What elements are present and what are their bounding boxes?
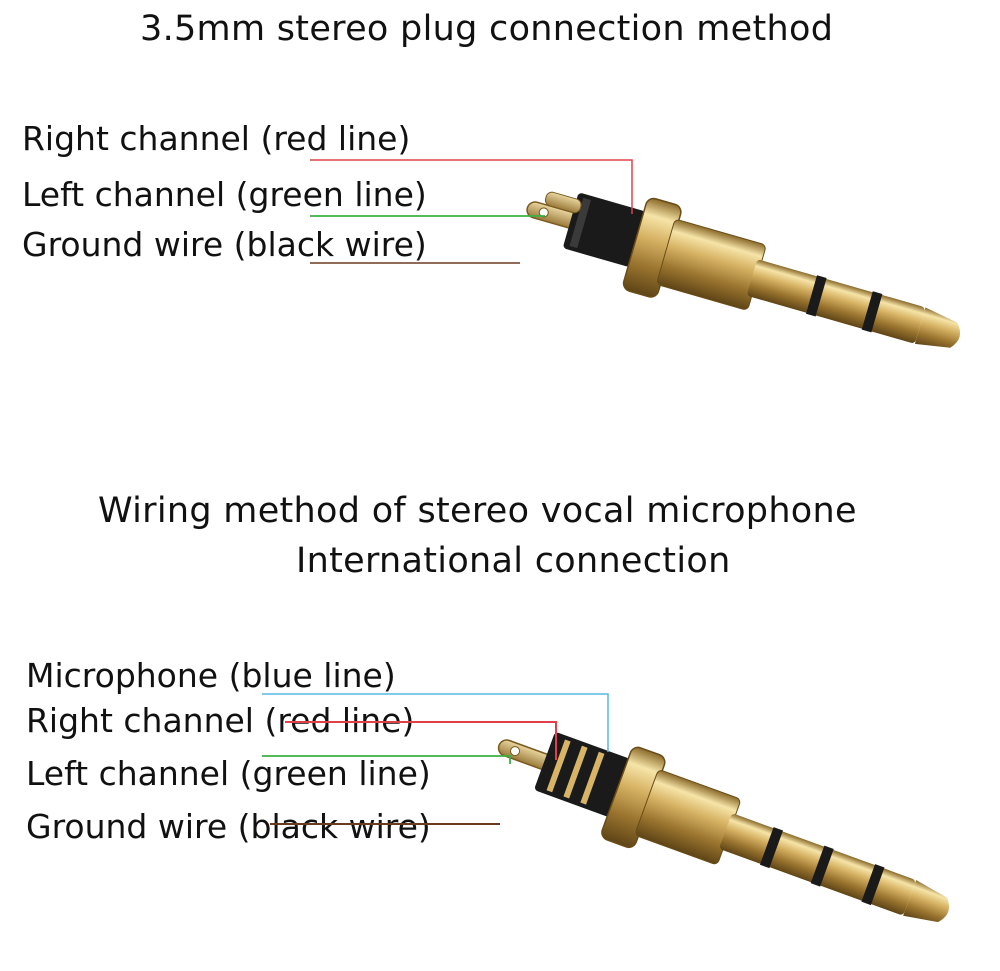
bottom-plug [497,732,949,923]
bottom-red-wire [285,721,557,760]
bottom-plug-tab-hole [510,746,521,757]
top-label-ground: Ground wire (black wire) [22,225,427,264]
bottom-label-microphone: Microphone (blue line) [26,656,396,695]
top-plug-sleeve [656,219,766,310]
top-plug [526,191,961,348]
top-red-wire [310,159,633,214]
bottom-plug-tip [903,880,949,923]
bottom-label-left-channel: Left channel (green line) [26,754,431,793]
top-plug-tip [914,307,961,348]
top-label-right-channel: Right channel (red line) [22,119,411,158]
bottom-blue-wire [262,693,609,752]
bottom-plug-insulator [535,732,632,817]
bottom-label-right-channel: Right channel (red line) [26,701,415,740]
top-plug-ring-2 [861,291,883,333]
bottom-plug-ring-2 [810,845,834,887]
top-plug-terminal [544,191,582,214]
top-diagram-title: 3.5mm stereo plug connection method [140,9,834,49]
bottom-green-wire [262,755,511,764]
bottom-diagram-subtitle: International connection [296,541,731,581]
bottom-label-ground: Ground wire (black wire) [26,807,431,846]
top-label-left-channel: Left channel (green line) [22,175,427,214]
bottom-plug-ring-1 [759,827,784,869]
top-plug-ring-1 [806,275,827,317]
bottom-plug-ring-3 [861,864,885,906]
top-plug-shaft [747,260,925,343]
bottom-diagram-title: Wiring method of stereo vocal microphone [98,491,857,531]
